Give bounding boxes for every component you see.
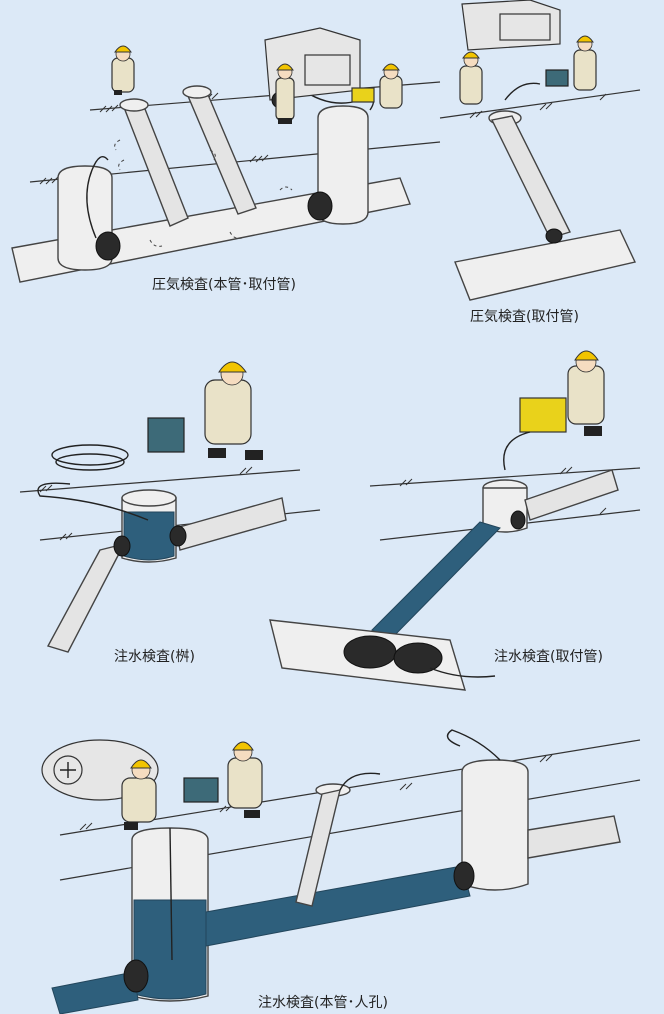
- lateral-pipe: [524, 469, 619, 521]
- cable: [169, 827, 173, 961]
- test-plug: [95, 231, 121, 261]
- panel-air-main-illustration: [11, 27, 441, 283]
- inspection-box: [519, 397, 567, 433]
- cable: [446, 729, 501, 761]
- worker: [567, 350, 605, 436]
- air-leak-marks: [114, 139, 293, 247]
- main-pipe: [527, 815, 621, 859]
- cable: [86, 156, 109, 239]
- test-plug: [510, 510, 526, 530]
- panel-water-lateral-illustration: [269, 350, 641, 691]
- manhole: [317, 105, 369, 225]
- ground-line: [439, 89, 641, 119]
- inspection-box: [147, 417, 185, 453]
- inspection-box: [351, 87, 375, 103]
- lateral-pipe: [490, 115, 571, 239]
- caption-water-main: 注水検査(本管･人孔): [258, 995, 388, 1011]
- worker: [227, 741, 263, 818]
- hose: [55, 453, 125, 471]
- lateral-pipe: [175, 497, 287, 551]
- panel-water-main-illustration: [41, 729, 641, 1014]
- test-plug: [113, 535, 131, 557]
- ground-hatch: [469, 93, 607, 119]
- cable: [429, 667, 496, 678]
- caption-water-inlet: 注水検査(桝): [114, 649, 195, 665]
- worker: [121, 759, 157, 830]
- lateral-pipe: [295, 789, 341, 907]
- ground-hatch: [39, 466, 253, 541]
- worker: [379, 63, 403, 109]
- panel-air-lateral-illustration: [439, 0, 641, 301]
- worker: [111, 45, 135, 95]
- manhole: [461, 759, 529, 891]
- water-filled-main-pipe: [205, 865, 471, 947]
- cable: [37, 482, 149, 521]
- ground-hatch: [79, 754, 553, 831]
- hose: [51, 444, 129, 466]
- inlet-box: [119, 98, 149, 112]
- caption-air-lateral: 圧気検査(取付管): [470, 309, 579, 325]
- main-pipe: [454, 229, 637, 301]
- lateral-pipe: [124, 103, 189, 227]
- caption-air-main: 圧気検査(本管･取付管): [152, 277, 296, 293]
- cable: [503, 431, 531, 471]
- water-filled-lateral: [371, 521, 501, 641]
- test-plug: [393, 642, 443, 674]
- test-plug: [453, 861, 475, 891]
- ground-hatch: [399, 466, 607, 515]
- test-plug: [169, 525, 187, 547]
- worker: [275, 63, 295, 124]
- worker: [204, 361, 263, 460]
- test-plug: [307, 191, 333, 221]
- worker: [459, 51, 483, 105]
- inspection-box: [183, 777, 219, 803]
- compressor-truck: [461, 0, 561, 51]
- ground-line: [19, 469, 301, 493]
- lateral-pipe: [187, 89, 257, 215]
- inlet-box: [182, 85, 212, 99]
- caption-water-lateral: 注水検査(取付管): [494, 649, 603, 665]
- inlet-box-top: [121, 489, 177, 507]
- panel-water-inlet-illustration: [19, 361, 321, 653]
- cable: [339, 772, 381, 791]
- ground-line: [369, 467, 641, 487]
- ground-line: [59, 739, 641, 836]
- test-plug: [123, 959, 149, 993]
- cable: [504, 82, 541, 101]
- water-filled-main-pipe: [51, 971, 139, 1014]
- lateral-pipe: [46, 542, 126, 653]
- test-plug: [545, 228, 563, 244]
- inspection-box: [545, 69, 569, 87]
- water-fill: [123, 511, 175, 561]
- test-plug: [343, 635, 397, 669]
- worker: [573, 35, 597, 91]
